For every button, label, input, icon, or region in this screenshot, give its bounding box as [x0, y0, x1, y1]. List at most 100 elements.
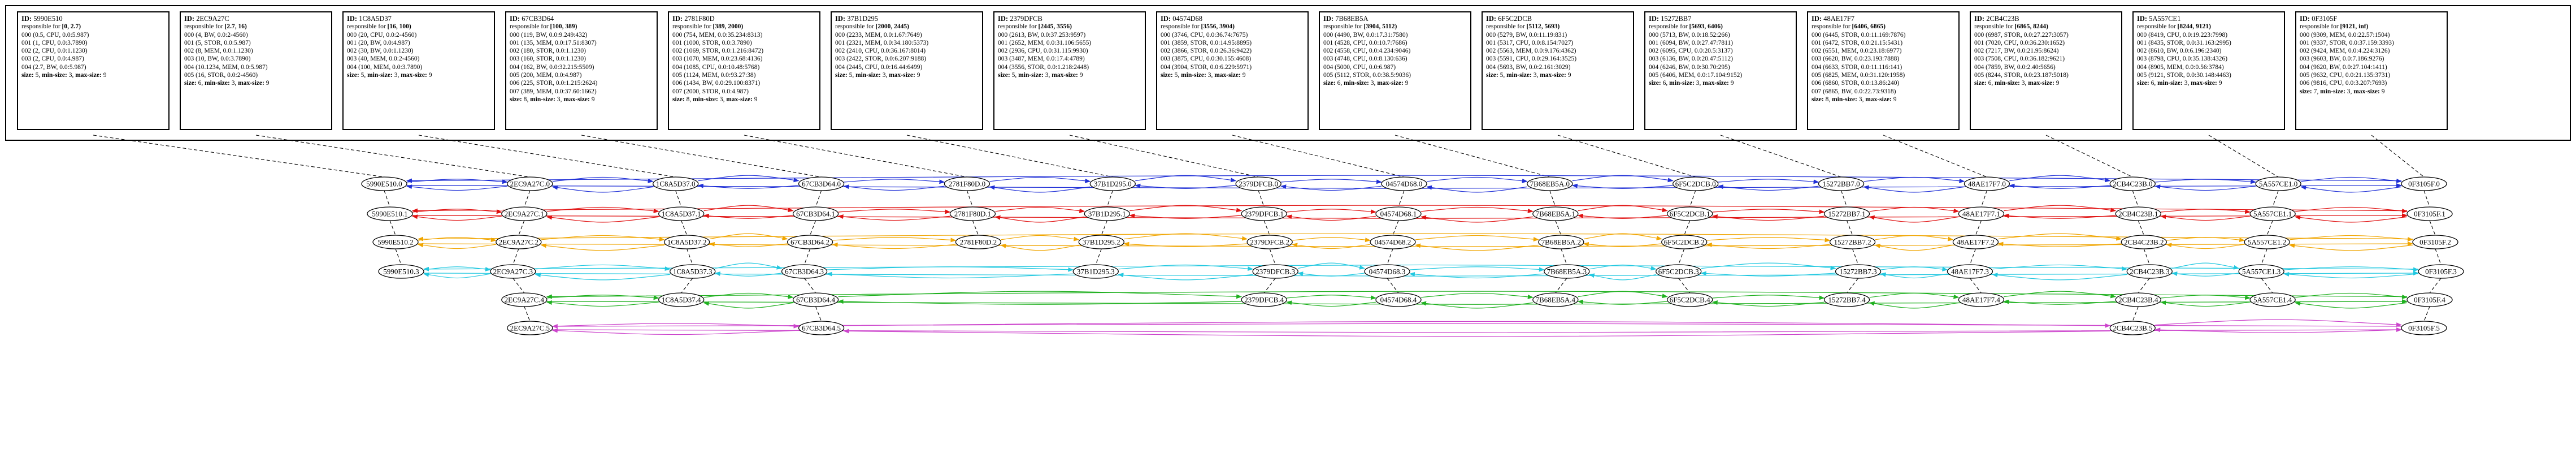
- skip-node: 37B1D295.0: [1089, 176, 1136, 191]
- skip-node: 6F5C2DCB.0: [1673, 176, 1719, 191]
- node-ellipse: [507, 176, 553, 191]
- layer-connector: [1387, 278, 1399, 294]
- neighbor-edge: [2154, 327, 2402, 333]
- node-card-entry: 000 (2613, BW, 0.0:37.253:9597): [998, 31, 1086, 38]
- node-label: 2EC9A27C.0: [510, 180, 550, 188]
- node-card-entry: 002 (6551, MEM, 0.0:23.18:6977): [1812, 48, 1902, 55]
- layer-connector: [1555, 278, 1567, 294]
- node-ellipse: [1958, 292, 2005, 307]
- neighbor-edge: [2301, 176, 2402, 183]
- node-ellipse: [2244, 235, 2290, 249]
- node-ellipse: [792, 206, 839, 221]
- skip-node: 2CB4C23B.2: [2121, 235, 2167, 249]
- neighbor-edge: [994, 215, 1085, 223]
- neighbor-edge: [844, 179, 945, 184]
- node-ellipse: [949, 206, 996, 221]
- neighbor-edge: [423, 272, 490, 279]
- node-ellipse: [781, 264, 828, 279]
- skip-node: 0F3105F.3: [2418, 264, 2464, 279]
- node-card-entry: 002 (3866, STOR, 0.0:26.36:9422): [1161, 48, 1252, 55]
- node-card-entry: 002 (8, MEM, 0.0:1.1230): [184, 48, 253, 55]
- node-card-entry: 002 (4558, CPU, 0.0:4.234:9046): [1323, 48, 1411, 55]
- neighbor-edge: [1583, 241, 1662, 247]
- card-connector: [581, 135, 822, 178]
- node-card-entry: 003 (160, STOR, 0.0:1.1230): [510, 55, 586, 63]
- node-card-entry: 003 (5591, CPU, 0.0:29.164:3525): [1486, 55, 1577, 63]
- node-card-id: ID: 2379DFCB: [998, 15, 1042, 23]
- node-label: 04574D68.2: [1375, 238, 1411, 247]
- node-card-entry: 003 (7508, CPU, 0.0:36.182:9621): [1974, 55, 2065, 63]
- node-label: 2379DFCB.2: [1250, 238, 1289, 247]
- neighbor-edge: [1577, 213, 1667, 219]
- neighbor-edge: [1135, 175, 1237, 183]
- layer-connector: [1969, 248, 1976, 265]
- node-label: 7B68EB5A.3: [1547, 267, 1587, 276]
- node-label: 15272BB7.2: [1834, 238, 1871, 247]
- neighbor-edge: [1124, 233, 1248, 241]
- node-label: 67CB3D64.0: [802, 180, 841, 188]
- node-card-entry: 002 (2936, CPU, 0.0:31.115:9930): [998, 48, 1088, 55]
- card-connector: [1720, 135, 1841, 178]
- node-label: 2EC9A27C.3: [493, 267, 533, 276]
- skip-node: 2CB4C23B.4: [2115, 292, 2161, 307]
- node-card-size: size: 6, min-size: 3, max-size: 9: [1323, 80, 1409, 87]
- skip-node: 2781F80D.1: [949, 206, 996, 221]
- node-card-entry: 003 (3487, MEM, 0.0:17.4:4789): [998, 55, 1085, 63]
- node-card-entry: 004 (3556, STOR, 0.0:1.218:2448): [998, 63, 1089, 71]
- node-ellipse: [2126, 264, 2173, 279]
- skip-node: 67CB3D64.2: [787, 235, 833, 249]
- node-ellipse: [1084, 206, 1130, 221]
- neighbor-edge: [2290, 235, 2413, 241]
- layer-connector: [395, 248, 402, 265]
- node-label: 0F3105F.2: [2419, 238, 2451, 247]
- neighbor-edge: [1712, 295, 1825, 300]
- layer-connector: [681, 220, 688, 236]
- node-card-entry: 005 (6825, MEM, 0.0:31.120:1958): [1812, 72, 1905, 79]
- node-card-range: responsible for [389, 2000): [672, 23, 744, 31]
- neighbor-edge: [1415, 235, 1539, 241]
- skip-node: 15272BB7.3: [1835, 264, 1882, 279]
- neighbor-edge: [535, 273, 670, 281]
- skip-node: 0F3105F.0: [2401, 176, 2447, 191]
- node-card-range: responsible for [8244, 9121): [2137, 23, 2211, 31]
- neighbor-edge: [1589, 264, 1657, 271]
- node-ellipse: [2401, 321, 2447, 335]
- node-card-range: responsible for [5693, 6406): [1649, 23, 1723, 31]
- neighbor-edge: [1869, 292, 1960, 299]
- skip-node: 67CB3D64.1: [792, 206, 839, 221]
- neighbor-edge: [540, 243, 664, 251]
- node-card-entry: 002 (5563, MEM, 0.0:9.176:4362): [1486, 48, 1576, 55]
- neighbor-edge: [832, 237, 957, 243]
- neighbor-edge: [1711, 300, 1825, 307]
- neighbor-edge: [1426, 185, 1527, 193]
- skip-node: 5990E510.1: [367, 206, 413, 221]
- neighbor-edge: [1421, 206, 1534, 213]
- neighbor-edge: [406, 175, 2402, 183]
- layer-connector: [2143, 248, 2150, 265]
- neighbor-edge: [1287, 295, 1376, 300]
- skip-node: 15272BB7.1: [1823, 206, 1870, 221]
- skip-node: 5990E510.0: [361, 176, 407, 191]
- node-label: 5A557CE1.1: [2253, 210, 2292, 218]
- skip-node: 0F3105F.4: [2406, 292, 2453, 307]
- neighbor-edge: [1711, 214, 1825, 221]
- node-card-entry: 000 (5713, BW, 0.0:18.52:266): [1649, 31, 1730, 38]
- neighbor-edge: [844, 321, 2111, 328]
- neighbor-edge: [843, 329, 2110, 337]
- node-label: 5990E510.2: [377, 238, 413, 247]
- neighbor-edge: [552, 323, 800, 329]
- neighbor-edge: [709, 241, 788, 247]
- neighbor-edge: [1421, 292, 1534, 299]
- node-ellipse: [1823, 292, 1870, 307]
- neighbor-edge: [1706, 237, 1831, 243]
- node-label: 15272BB7.0: [1823, 180, 1860, 188]
- node-card-entry: 001 (6094, BW, 0.0:27.47:7811): [1649, 39, 1733, 46]
- neighbor-edge: [1869, 215, 1959, 223]
- layer-connector: [1852, 248, 1859, 265]
- skip-node: 2379DFCB.3: [1252, 264, 1298, 279]
- skip-node: 1C8A5D37.4: [658, 292, 705, 307]
